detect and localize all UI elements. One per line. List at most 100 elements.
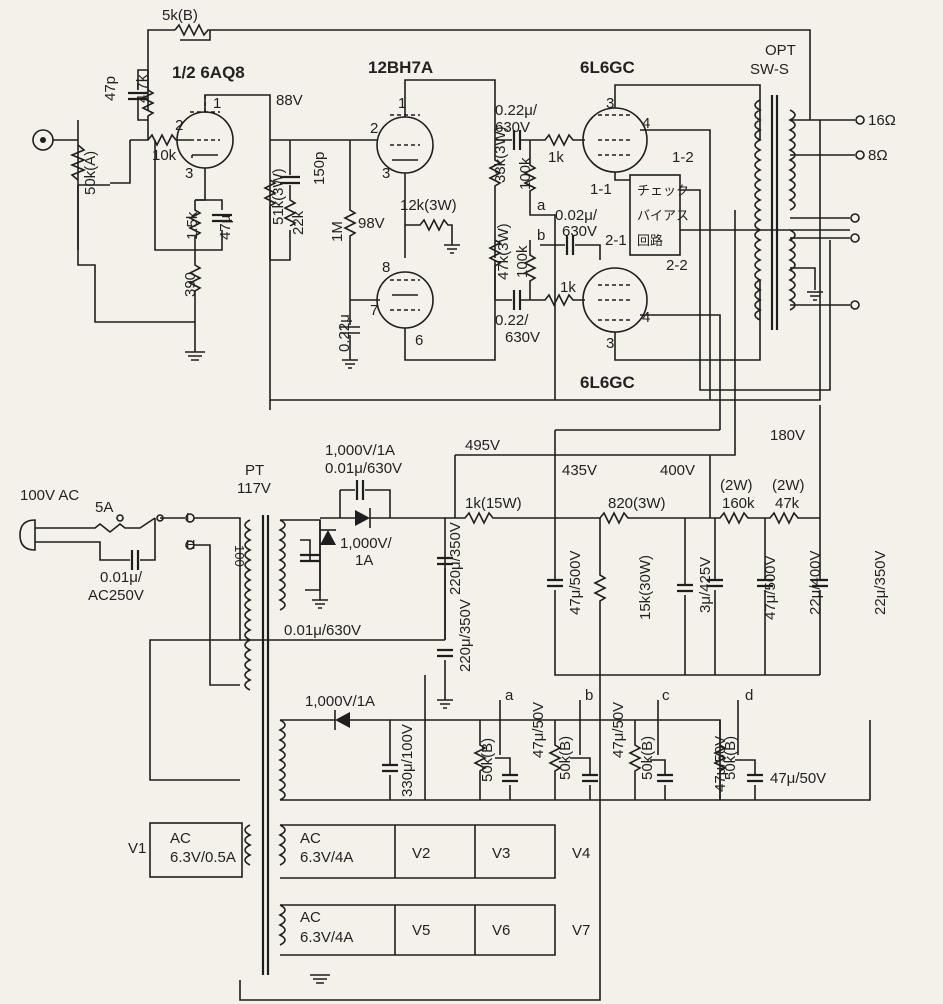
svg-text:5k(B): 5k(B) xyxy=(162,7,198,24)
svg-text:33k(3W): 33k(3W) xyxy=(492,126,509,183)
svg-text:10k: 10k xyxy=(152,147,177,164)
tube-v4-label: 6L6GC xyxy=(580,373,635,392)
svg-text:47k: 47k xyxy=(775,495,800,512)
svg-text:100: 100 xyxy=(232,545,247,567)
svg-text:V6: V6 xyxy=(492,922,510,939)
svg-text:15k(30W): 15k(30W) xyxy=(637,555,654,620)
svg-text:6: 6 xyxy=(415,332,423,349)
svg-text:0.22μ/: 0.22μ/ xyxy=(495,102,538,119)
svg-text:12k(3W): 12k(3W) xyxy=(400,197,457,214)
svg-text:AC: AC xyxy=(300,909,321,926)
opt-label: OPT xyxy=(765,42,796,59)
svg-text:1k(15W): 1k(15W) xyxy=(465,495,522,512)
svg-text:7: 7 xyxy=(370,302,378,319)
svg-text:100V AC: 100V AC xyxy=(20,487,79,504)
svg-text:50k(B): 50k(B) xyxy=(557,736,574,780)
svg-text:(2W): (2W) xyxy=(720,477,753,494)
svg-text:0.01μ/: 0.01μ/ xyxy=(100,569,143,586)
svg-text:b: b xyxy=(537,227,545,244)
svg-text:AC: AC xyxy=(300,830,321,847)
svg-text:390: 390 xyxy=(182,272,199,297)
svg-text:V3: V3 xyxy=(492,845,510,862)
svg-text:1-2: 1-2 xyxy=(672,149,694,166)
svg-text:d: d xyxy=(745,687,753,704)
svg-text:6.3V/4A: 6.3V/4A xyxy=(300,849,353,866)
svg-text:4: 4 xyxy=(642,309,650,326)
svg-text:2: 2 xyxy=(370,120,378,137)
svg-text:AC: AC xyxy=(170,830,191,847)
svg-text:V5: V5 xyxy=(412,922,430,939)
svg-text:220μ/350V: 220μ/350V xyxy=(447,522,464,595)
svg-text:50k(B): 50k(B) xyxy=(639,736,656,780)
svg-text:330μ/100V: 330μ/100V xyxy=(399,724,416,797)
svg-text:V4: V4 xyxy=(572,845,590,862)
svg-text:50k(B): 50k(B) xyxy=(722,736,739,780)
svg-text:150p: 150p xyxy=(311,152,328,185)
svg-text:4.7k: 4.7k xyxy=(134,74,151,103)
svg-text:47μ/500V: 47μ/500V xyxy=(567,550,584,615)
opt-model-label: SW-S xyxy=(750,61,789,78)
svg-text:1,000V/1A: 1,000V/1A xyxy=(305,693,375,710)
svg-text:98V: 98V xyxy=(358,215,385,232)
svg-text:1.5k: 1.5k xyxy=(184,211,201,240)
svg-text:3: 3 xyxy=(606,335,614,352)
svg-text:1M: 1M xyxy=(329,221,346,242)
svg-text:6.3V/0.5A: 6.3V/0.5A xyxy=(170,849,236,866)
svg-text:630V: 630V xyxy=(495,119,530,136)
labels: 1/2 6AQ8 12BH7A 6L6GC 6L6GC OPT SW-S 16Ω… xyxy=(20,7,896,946)
svg-text:1,000V/: 1,000V/ xyxy=(340,535,393,552)
svg-text:435V: 435V xyxy=(562,462,597,479)
svg-text:3: 3 xyxy=(185,165,193,182)
svg-text:チェック: チェック xyxy=(637,183,689,198)
wiring xyxy=(19,23,871,1001)
svg-text:4: 4 xyxy=(642,115,650,132)
tap-16-label: 16Ω xyxy=(868,112,896,129)
tube-v2-label: 12BH7A xyxy=(368,58,433,77)
svg-text:0.01μ/630V: 0.01μ/630V xyxy=(284,622,361,639)
svg-text:(2W): (2W) xyxy=(772,477,805,494)
svg-text:0.02μ/: 0.02μ/ xyxy=(555,207,598,224)
svg-text:0.22/: 0.22/ xyxy=(495,312,529,329)
svg-text:c: c xyxy=(662,687,670,704)
svg-text:117V: 117V xyxy=(237,480,271,497)
svg-text:400V: 400V xyxy=(660,462,695,479)
svg-text:3: 3 xyxy=(382,165,390,182)
svg-text:2-2: 2-2 xyxy=(666,257,688,274)
svg-text:47μ/50V: 47μ/50V xyxy=(610,702,627,758)
svg-text:H: H xyxy=(186,537,195,552)
svg-text:1k: 1k xyxy=(560,279,576,296)
opt-secondary-coil xyxy=(788,109,796,211)
svg-text:回路: 回路 xyxy=(637,233,663,248)
svg-text:6.3V/4A: 6.3V/4A xyxy=(300,929,353,946)
svg-text:50k(B): 50k(B) xyxy=(479,738,496,782)
svg-text:22μ/350V: 22μ/350V xyxy=(872,550,889,615)
ac-plug-icon xyxy=(19,519,50,551)
svg-text:a: a xyxy=(505,687,514,704)
svg-text:22k: 22k xyxy=(290,210,307,235)
svg-text:2-1: 2-1 xyxy=(605,232,627,249)
svg-text:47μ: 47μ xyxy=(217,215,234,240)
svg-text:1: 1 xyxy=(213,95,221,112)
svg-text:47p: 47p xyxy=(102,76,119,101)
svg-text:47μ/50V: 47μ/50V xyxy=(530,702,547,758)
svg-text:1,000V/1A: 1,000V/1A xyxy=(325,442,395,459)
opt-primary-coil xyxy=(754,99,762,321)
svg-text:3: 3 xyxy=(606,95,614,112)
svg-text:47μ/50V: 47μ/50V xyxy=(770,770,826,787)
svg-text:51k(3W): 51k(3W) xyxy=(270,168,287,225)
svg-text:2: 2 xyxy=(175,117,183,134)
svg-text:88V: 88V xyxy=(276,92,303,109)
svg-text:V7: V7 xyxy=(572,922,590,939)
svg-text:160k: 160k xyxy=(722,495,755,512)
svg-text:495V: 495V xyxy=(465,437,500,454)
svg-text:AC250V: AC250V xyxy=(88,587,144,604)
svg-text:PT: PT xyxy=(245,462,264,479)
svg-text:47k(3W): 47k(3W) xyxy=(495,223,512,280)
svg-text:5A: 5A xyxy=(95,499,113,516)
svg-text:1A: 1A xyxy=(355,552,373,569)
tube-v3-label: 6L6GC xyxy=(580,58,635,77)
svg-text:47μ/50V: 47μ/50V xyxy=(712,736,729,792)
svg-text:47μ/500V: 47μ/500V xyxy=(762,555,779,620)
svg-text:V2: V2 xyxy=(412,845,430,862)
